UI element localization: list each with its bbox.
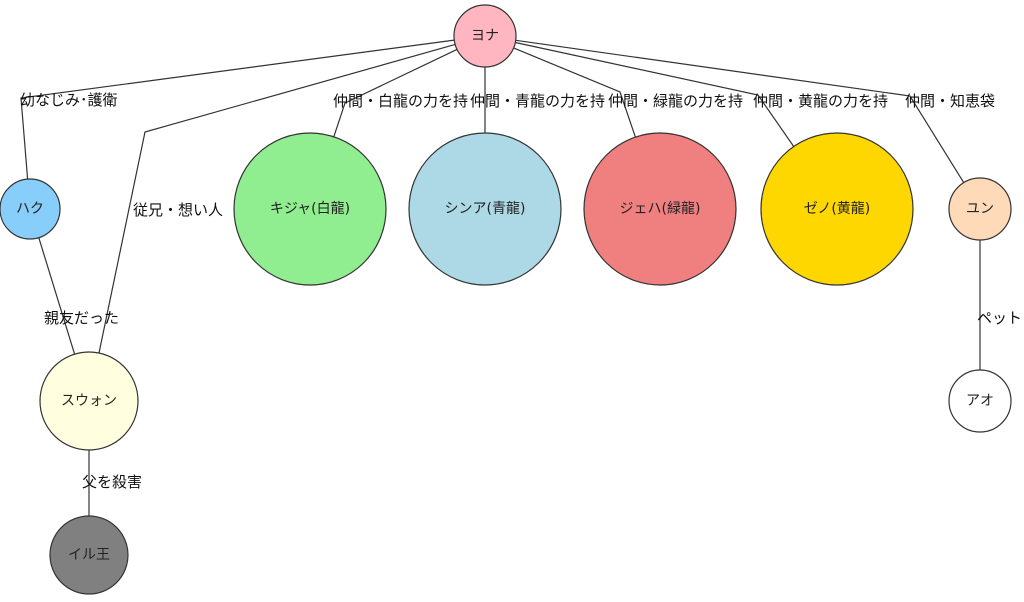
node-label-hak: ハク	[16, 201, 44, 217]
node-circle-kija	[233, 132, 387, 286]
edge-label-yona-hak: 幼なじみ･護衛	[20, 91, 118, 109]
node-circle-ao	[948, 369, 1012, 433]
node-kija: キジャ(白龍)	[233, 132, 387, 286]
edge-yona-jaeha	[513, 47, 636, 138]
node-label-shinah: シンア(青龍)	[445, 200, 526, 217]
node-label-yona: ヨナ	[471, 28, 499, 44]
edge-label-soowon-il: 父を殺害	[82, 473, 142, 491]
edge-label-yona-soowon: 従兄・想い人	[133, 201, 223, 219]
node-circle-il	[49, 515, 129, 595]
edge-label-yoon-ao: ペット	[977, 309, 1022, 327]
edge-label-yona-jaeha: 仲間・緑龍の力を持	[608, 92, 743, 110]
node-il: イル王	[49, 515, 129, 595]
node-label-kija: キジャ(白龍)	[270, 200, 350, 217]
node-label-ao: アオ	[966, 393, 994, 409]
node-circle-hak	[0, 178, 61, 240]
node-label-il: イル王	[68, 547, 110, 563]
edge-label-yona-kija: 仲間・白龍の力を持	[333, 92, 468, 110]
node-circle-yona	[453, 4, 517, 68]
node-yoon: ユン	[948, 177, 1012, 241]
edge-label-hak-soowon: 親友だった	[44, 309, 119, 327]
node-ao: アオ	[948, 369, 1012, 433]
node-soowon: スウォン	[39, 351, 139, 451]
node-label-soowon: スウォン	[61, 393, 117, 409]
node-yona: ヨナ	[453, 4, 517, 68]
node-hak: ハク	[0, 178, 61, 240]
node-circle-jaeha	[583, 132, 737, 286]
edge-yona-hak	[20, 39, 455, 180]
node-label-zeno: ゼノ(黄龍)	[804, 200, 871, 217]
edge-yona-soowon	[98, 43, 456, 354]
node-circle-zeno	[760, 132, 914, 286]
edges-layer	[20, 39, 981, 516]
edge-labels-layer: 幼なじみ･護衛従兄・想い人 仲間・白龍の力を持仲間・青龍の力を持仲間・緑龍の力を持…	[20, 91, 1022, 491]
node-zeno: ゼノ(黄龍)	[760, 132, 914, 286]
edge-label-yona-yoon: 仲間・知恵袋	[905, 92, 995, 110]
node-shinah: シンア(青龍)	[408, 132, 562, 286]
edge-yona-yoon	[515, 39, 965, 183]
node-label-jaeha: ジェハ(緑龍)	[620, 200, 701, 217]
node-jaeha: ジェハ(緑龍)	[583, 132, 737, 286]
node-circle-yoon	[948, 177, 1012, 241]
edge-label-yona-zeno: 仲間・黄龍の力を持	[753, 92, 888, 110]
edge-yona-zeno	[515, 41, 795, 147]
edge-label-yona-shinah: 仲間・青龍の力を持	[470, 92, 605, 110]
node-circle-shinah	[408, 132, 562, 286]
node-label-yoon: ユン	[966, 201, 994, 217]
edge-hak-soowon	[38, 237, 76, 355]
edge-yona-kija	[333, 48, 458, 137]
node-circle-soowon	[39, 351, 139, 451]
